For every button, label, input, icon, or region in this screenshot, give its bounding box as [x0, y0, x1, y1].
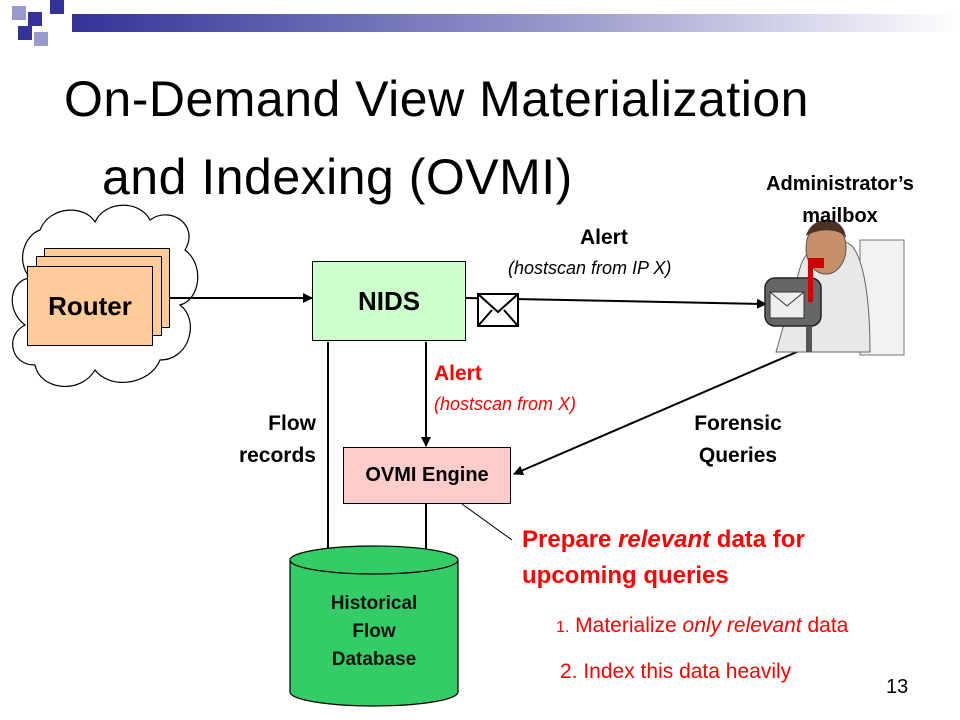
deco-square [18, 26, 32, 40]
notes-heading-emphasis: relevant [618, 526, 711, 553]
notes-heading-pre: Prepare [522, 526, 619, 553]
nids-node: NIDS [312, 261, 466, 341]
database-label-line: Historical [330, 593, 418, 614]
router-node: Router [27, 266, 153, 346]
forensic-queries-label: Forensic Queries [670, 408, 806, 472]
forensic-queries-line: Forensic [694, 412, 782, 435]
mailbox-label-line: Administrator’s [766, 173, 914, 195]
database-cylinder [289, 545, 459, 707]
flow-records-line: Flow [268, 412, 316, 435]
deco-square [50, 0, 64, 14]
title-line-2: and Indexing (OVMI) [102, 149, 573, 205]
database-label-line: Database [331, 649, 417, 670]
alert-mid-detail: (hostscan from X) [434, 394, 577, 414]
notes-item-1-emphasis: only relevant [682, 614, 802, 637]
nids-label: NIDS [357, 285, 421, 316]
notes-item-1-number: 1. [556, 619, 570, 636]
mailbox-label-line: mailbox [802, 205, 878, 227]
notes-item-1-pre: Materialize [569, 614, 683, 637]
ovmi-engine-node: OVMI Engine [343, 447, 511, 504]
deco-square [28, 12, 42, 26]
alert-top-title: Alert [580, 226, 628, 249]
notes-heading-line-1: Prepare relevant data for [522, 522, 805, 558]
alert-top-detail: (hostscan from IP X) [508, 258, 672, 278]
database-label-line: Flow [352, 621, 396, 642]
deco-square [34, 32, 48, 46]
alert-mid-title: Alert [434, 362, 482, 385]
flow-records-label: Flow records [210, 408, 316, 472]
administrator-mailbox-icon [764, 219, 905, 356]
ovmi-engine-label: OVMI Engine [365, 464, 489, 486]
notes-item-1-post: data [801, 614, 849, 637]
notes-heading: Prepare relevant data for upcoming queri… [522, 522, 805, 594]
slide-number: 13 [886, 676, 909, 698]
notes-heading-line-2: upcoming queries [522, 562, 729, 589]
title-line-1: On-Demand View Materialization [64, 71, 809, 127]
callout-line [461, 503, 513, 541]
deco-square [12, 6, 26, 20]
flow-records-line: records [238, 444, 316, 467]
forensic-queries-line: Queries [698, 444, 778, 467]
router-label: Router [48, 290, 132, 321]
deco-bar [72, 14, 960, 32]
notes-item-1: 1. Materialize only relevant data [556, 614, 848, 638]
mailbox-to-ovmi-arrow [513, 347, 807, 476]
notes-item-2: 2. Index this data heavily [560, 660, 792, 683]
database-label: Historical Flow Database [290, 590, 458, 674]
notes-heading-post: data for [710, 526, 805, 553]
mailbox-label: Administrator’s mailbox [720, 168, 960, 232]
corner-decoration [0, 0, 960, 60]
envelope-icon [477, 293, 519, 327]
